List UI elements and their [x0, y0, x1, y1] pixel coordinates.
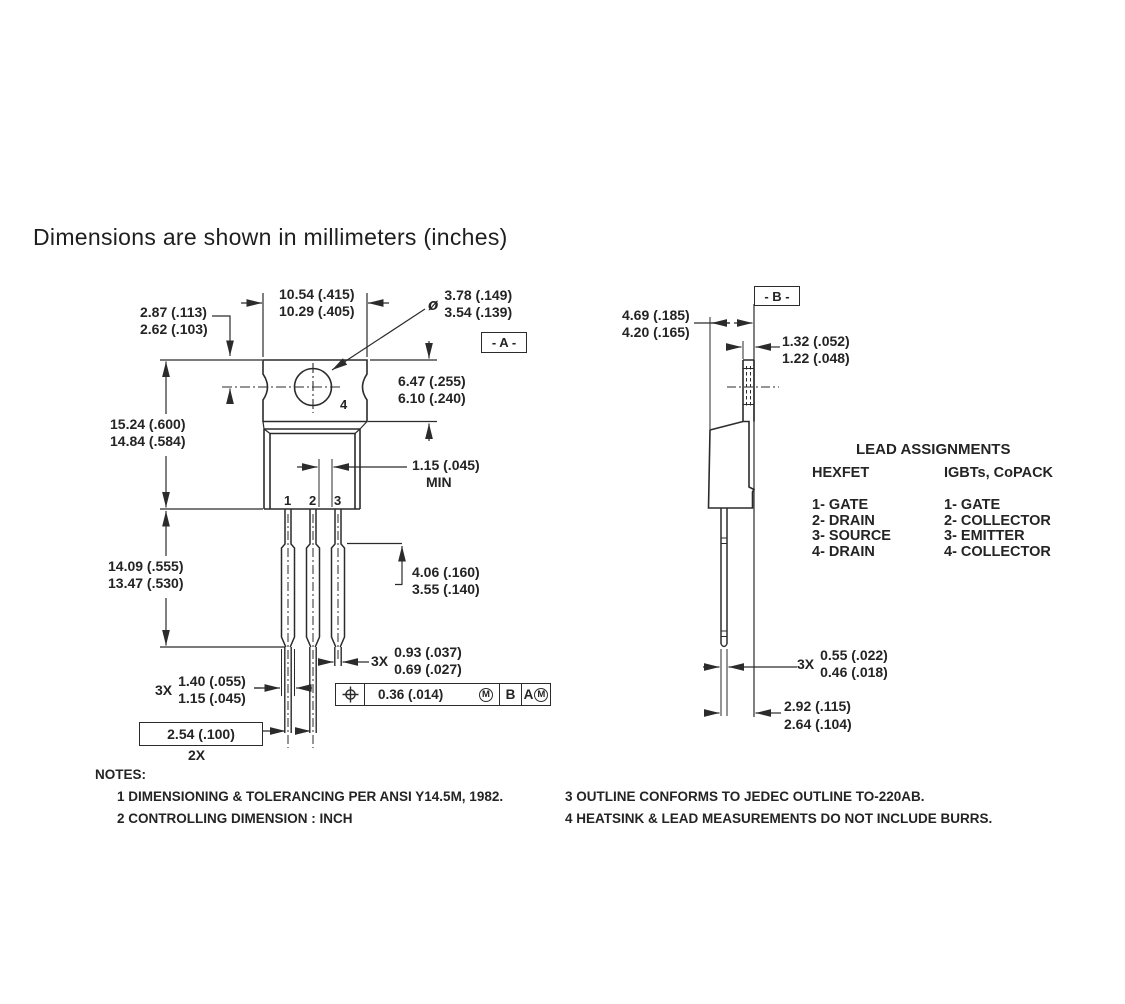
pin-label-2: 2	[309, 493, 317, 508]
side-view-dimension-lines	[694, 317, 797, 717]
mmc-modifier-symbol: M	[534, 687, 549, 702]
pin-label-1: 1	[284, 493, 292, 508]
dim-lead-width-tip: 3X 0.93 (.037) 0.69 (.027)	[371, 644, 462, 677]
mounting-hole	[293, 367, 333, 407]
lead-item: 1- GATE	[812, 496, 869, 513]
dim-lead-step: 4.06 (.160) 3.55 (.140)	[412, 564, 480, 597]
dim-lead-length: 14.09 (.555) 13.47 (.530)	[108, 558, 184, 591]
column-header: HEXFET	[812, 465, 870, 481]
notes-left-column: 1 DIMENSIONING & TOLERANCING PER ANSI Y1…	[117, 786, 503, 830]
lead-item: 2- DRAIN	[812, 512, 875, 529]
note-line: 4 HEATSINK & LEAD MEASUREMENTS DO NOT IN…	[565, 811, 993, 826]
datum-a-symbol: - A -	[481, 332, 527, 353]
dim-lead-pitch-box: 2.54 (.100)	[139, 722, 263, 746]
notes-title: NOTES:	[95, 767, 147, 782]
fcf-datum-a-cell: A M	[521, 684, 550, 705]
fcf-datum-b-cell: B	[499, 684, 521, 705]
lead-item: 1- GATE	[944, 496, 1001, 513]
pin-label-4: 4	[340, 397, 348, 412]
diameter-symbol: ø	[428, 294, 439, 314]
dim-lead-pitch-qty: 2X	[188, 747, 206, 763]
feature-control-frame: 0.36 (.014) M B A M	[335, 683, 551, 706]
lead-assignments-igbt: IGBTs, CoPACK 1- GATE 2- COLLECTOR 3- EM…	[944, 465, 1054, 561]
dim-lead-offset: 2.92 (.115) 2.64 (.104)	[784, 698, 852, 732]
lead-item: 4- COLLECTOR	[944, 544, 1051, 561]
column-header: IGBTs, CoPACK	[944, 465, 1054, 481]
fcf-tolerance-cell: 0.36 (.014) M	[364, 684, 499, 705]
lead-item: 2- COLLECTOR	[944, 512, 1051, 529]
side-view-outline	[707, 304, 779, 717]
front-view-outline	[222, 359, 368, 510]
lead-item: 4- DRAIN	[812, 544, 875, 561]
lead-assignments-hexfet: HEXFET 1- GATE 2- DRAIN 3- SOURCE 4- DRA…	[812, 465, 891, 561]
dim-lead-gap: 1.15 (.045) MIN	[412, 457, 480, 490]
front-view-leads	[280, 509, 346, 748]
lead-item: 3- EMITTER	[944, 528, 1025, 545]
dim-lead-thickness: 3X 0.55 (.022) 0.46 (.018)	[797, 647, 888, 680]
dim-body-height: 15.24 (.600) 14.84 (.584)	[110, 416, 186, 449]
dim-tab-thickness: 1.32 (.052) 1.22 (.048)	[782, 333, 850, 366]
dim-tab-width: 10.54 (.415) 10.29 (.405)	[279, 286, 355, 319]
drawing-title: Dimensions are shown in millimeters (inc…	[33, 224, 508, 250]
notes-right-column: 3 OUTLINE CONFORMS TO JEDEC OUTLINE TO-2…	[565, 786, 992, 830]
note-line: 3 OUTLINE CONFORMS TO JEDEC OUTLINE TO-2…	[565, 789, 925, 804]
dim-lead-width-base: 3X 1.40 (.055) 1.15 (.045)	[155, 673, 246, 706]
lead-item: 3- SOURCE	[812, 528, 891, 545]
dim-hole-offset: 2.87 (.113) 2.62 (.103)	[140, 304, 208, 337]
dim-hole-diameter: ø 3.78 (.149) 3.54 (.139)	[428, 287, 513, 320]
note-line: 2 CONTROLLING DIMENSION : INCH	[117, 811, 353, 826]
front-view-dimension-lines	[160, 293, 437, 735]
datum-b-symbol: - B -	[754, 286, 800, 306]
pin-label-3: 3	[334, 493, 342, 508]
dim-tab-height: 6.47 (.255) 6.10 (.240)	[398, 373, 466, 406]
lead-assignments-title: LEAD ASSIGNMENTS	[856, 441, 1011, 458]
dim-body-thickness: 4.69 (.185) 4.20 (.165)	[622, 307, 690, 340]
note-line: 1 DIMENSIONING & TOLERANCING PER ANSI Y1…	[117, 789, 504, 804]
position-tolerance-icon	[336, 684, 364, 705]
mmc-modifier-symbol: M	[479, 687, 493, 702]
